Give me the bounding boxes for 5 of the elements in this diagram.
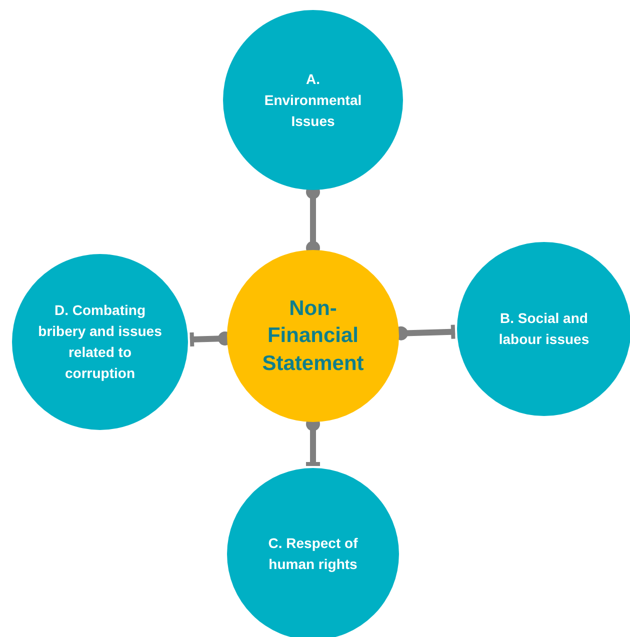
circle-label: D. Combating bribery and issues related to corruption xyxy=(38,301,162,383)
circle-label: A. Environmental Issues xyxy=(264,70,362,130)
circle-label: Non-Financial Statement xyxy=(261,296,365,377)
circle-label: C. Respect of human rights xyxy=(267,534,359,574)
circle-label: B. Social and labour issues xyxy=(498,309,590,349)
